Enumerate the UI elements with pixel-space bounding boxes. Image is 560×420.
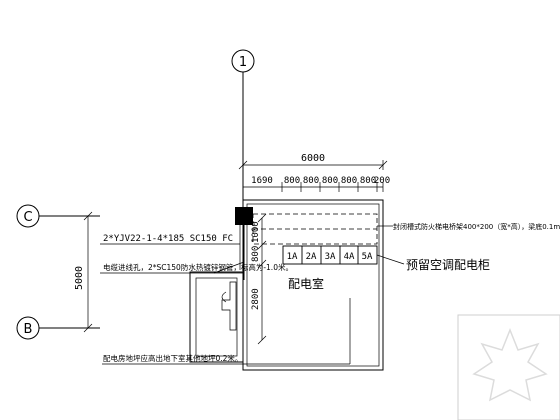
dim-6000-text: 6000 — [301, 153, 325, 164]
dim-1690-text: 1690 — [251, 176, 273, 186]
dim-800-v-text: 800 — [251, 246, 261, 262]
dim-800-2-text: 800 — [303, 176, 319, 186]
axis-c-label: C — [23, 210, 32, 225]
dimension-inner-vertical: 1000 800 2800 — [251, 213, 267, 345]
reserved-cabinet-label: 预留空调配电柜 — [406, 258, 490, 272]
dim-5000-text: 5000 — [74, 266, 85, 290]
dim-2800-text: 2800 — [251, 288, 261, 310]
watermark-star-icon — [472, 327, 548, 402]
cable-tray — [252, 213, 378, 245]
cabinet-3a-label: 3A — [325, 252, 336, 262]
cable-trench — [189, 271, 244, 363]
dim-200-text: 200 — [374, 176, 390, 186]
axis-1-grid: 1 — [231, 49, 255, 200]
reserved-leader — [102, 298, 351, 365]
tray-note-text: 封闭槽式防火梯电桥架400*200（宽*高），梁底0.1m敷设 — [393, 222, 560, 231]
trench-note-text: 配电房地坪应高出地下室其他地坪0.2米。 — [103, 353, 242, 363]
cabinet-5a-label: 5A — [362, 252, 373, 262]
cabinet-4a-label: 4A — [344, 252, 355, 262]
cabinet-1a-label: 1A — [287, 252, 298, 262]
dimension-top-chain: 6000 1690 800 800 800 800 800 200 — [238, 153, 390, 192]
dim-800-4-text: 800 — [341, 176, 357, 186]
axis-b-grid: B — [16, 316, 100, 340]
dimension-left-5000: 5000 — [74, 211, 93, 333]
cable-entry: 2*YJV22-1-4*185 SC150 FC — [100, 207, 253, 280]
axis-b-label: B — [24, 322, 33, 337]
reserved-cabinet-callout: 预留空调配电柜 — [376, 254, 490, 272]
cable-spec-text: 2*YJV22-1-4*185 SC150 FC — [103, 234, 233, 244]
cabinet-2a-label: 2A — [306, 252, 317, 262]
dim-800-1-text: 800 — [284, 176, 300, 186]
axis-c-grid: C — [16, 204, 100, 228]
cable-note-text: 电缆进线孔，2*SC150防水热镀锌钢管，标高为-1.0米。 — [103, 262, 293, 272]
watermark-block — [457, 314, 560, 420]
cable-entry-block — [235, 207, 253, 225]
tray-note-callout: 封闭槽式防火梯电桥架400*200（宽*高），梁底0.1m敷设 — [377, 222, 560, 231]
cabinet-row: 1A 2A 3A 4A 5A — [282, 245, 378, 265]
dim-800-5-text: 800 — [360, 176, 376, 186]
dim-1000-text: 1000 — [251, 221, 261, 243]
axis-1-label: 1 — [239, 55, 247, 70]
dim-800-3-text: 800 — [322, 176, 338, 186]
room-name-label: 配电室 — [288, 276, 324, 291]
